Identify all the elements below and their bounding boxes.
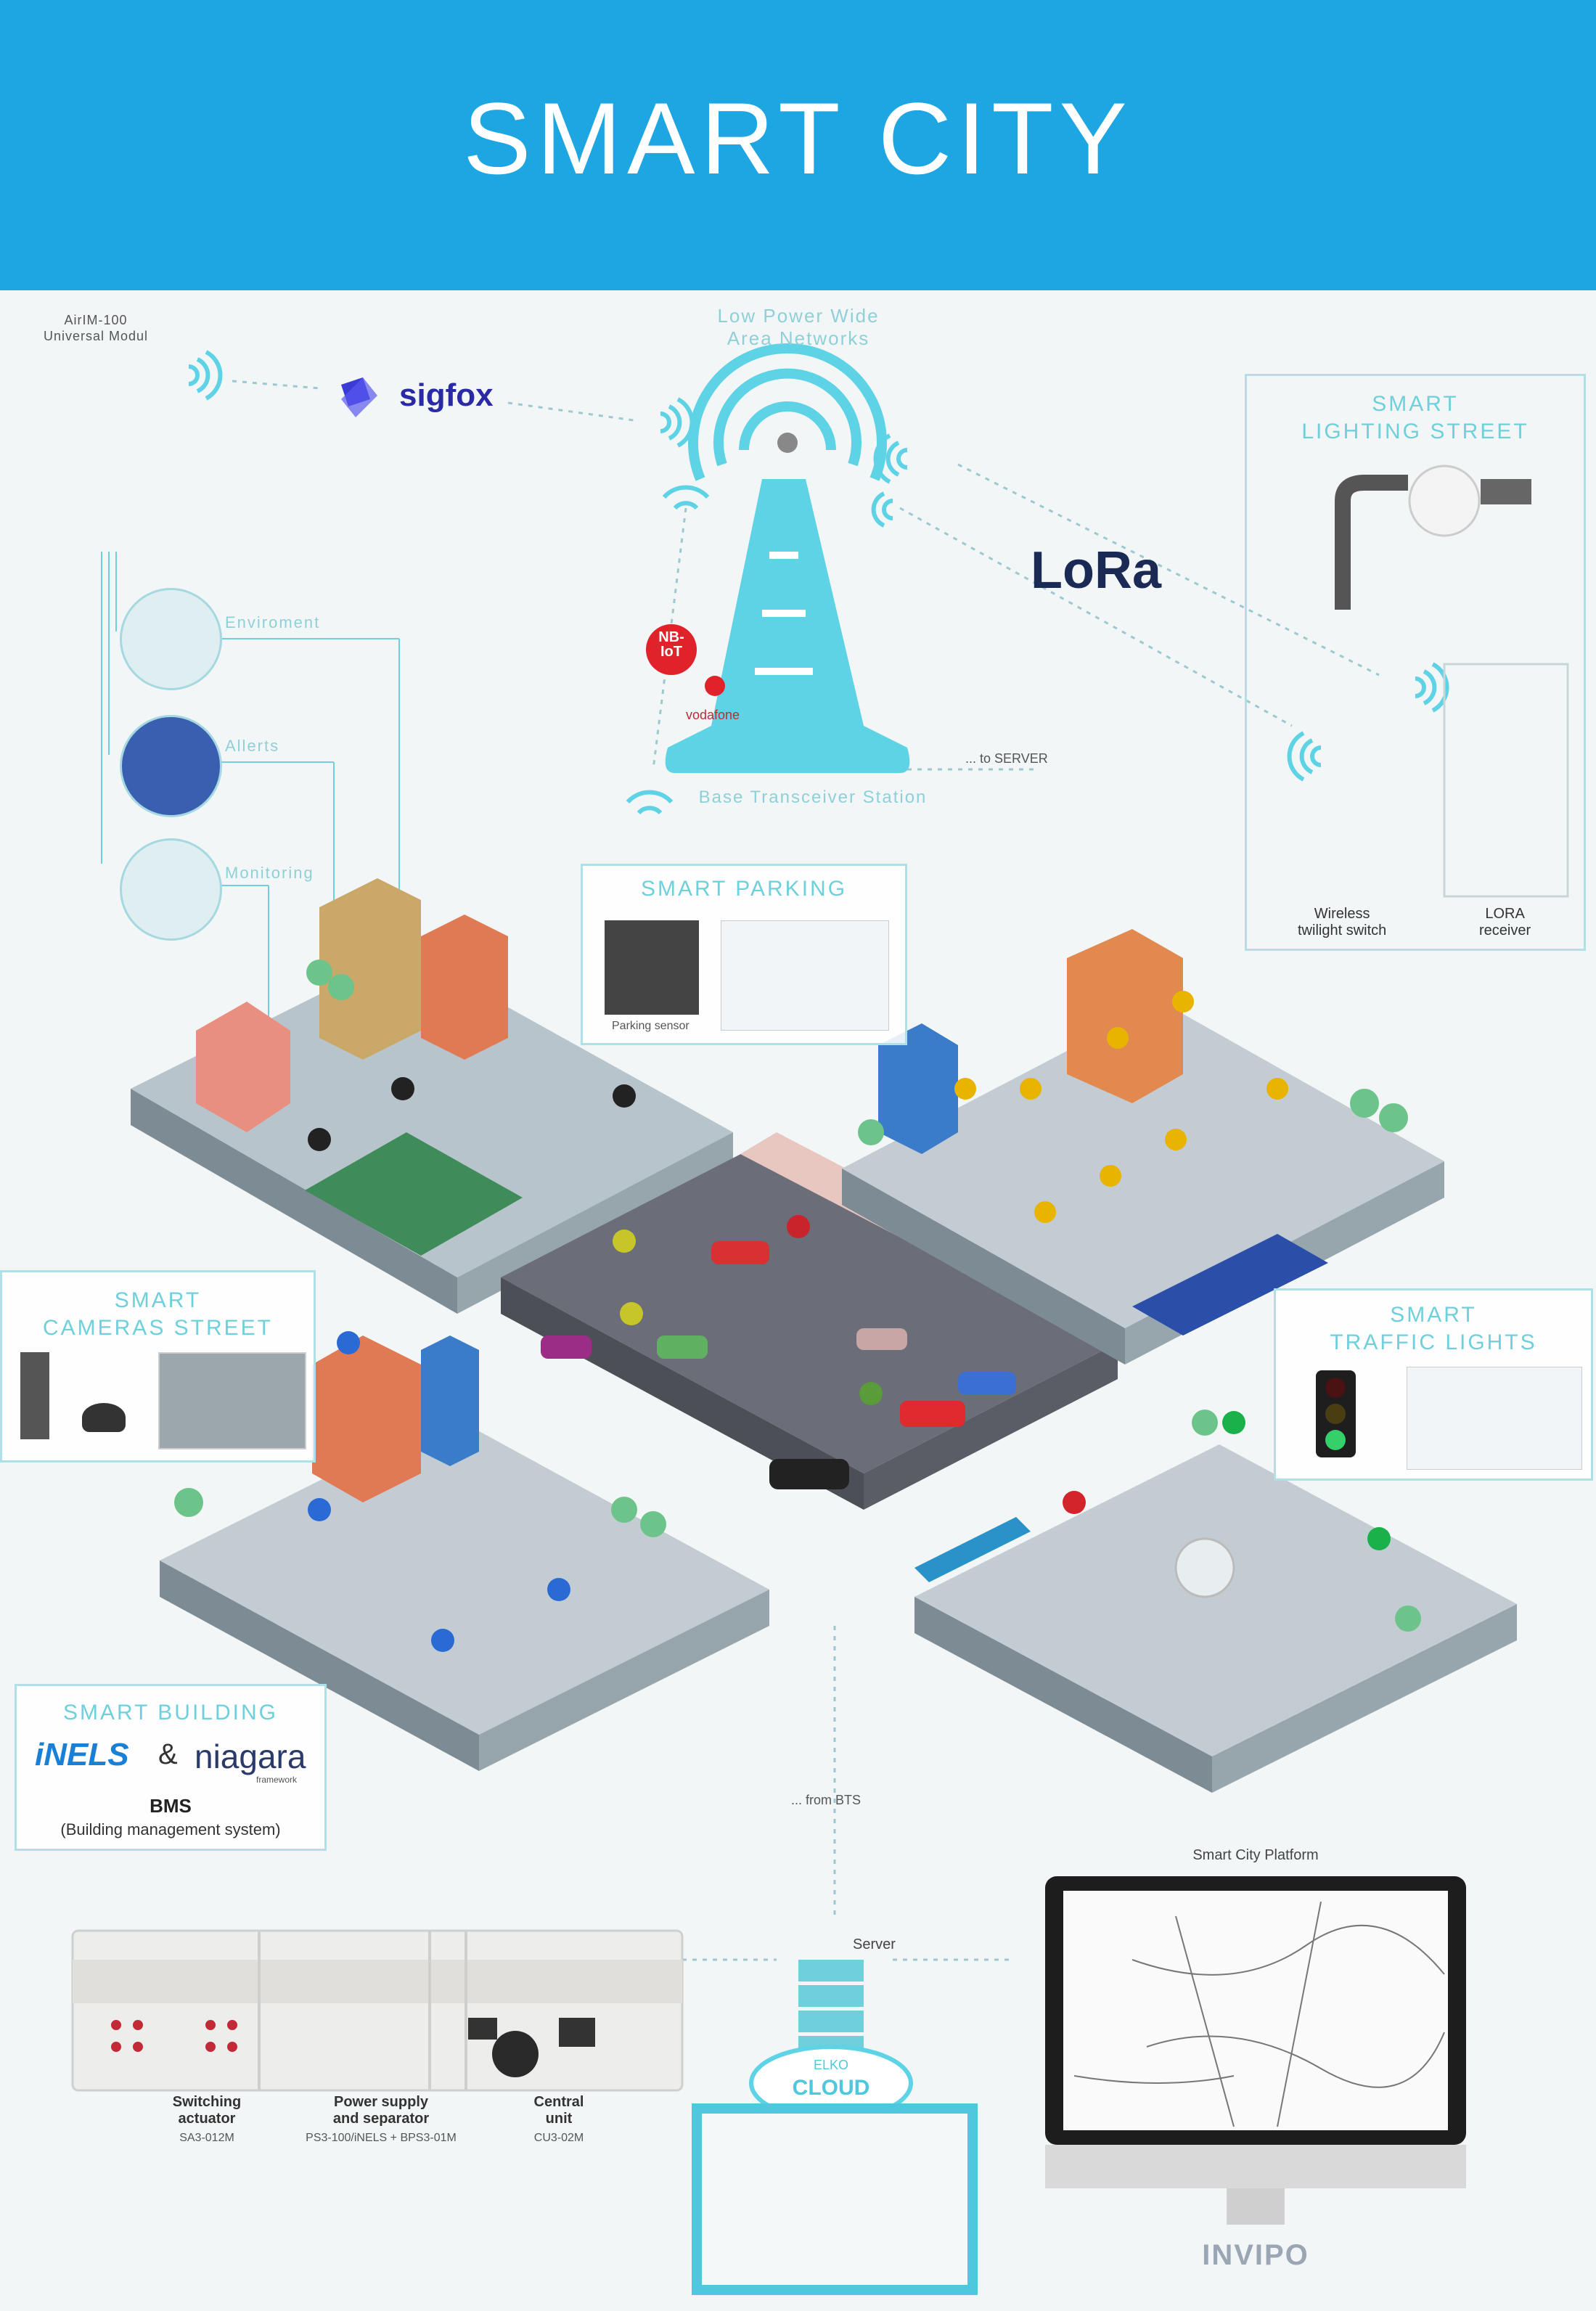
wireless-switch-label: Wireless twilight switch xyxy=(1298,906,1387,938)
module-label-power: Power supply and separator xyxy=(332,2094,430,2127)
amp-label: & xyxy=(158,1738,178,1770)
bts-label: Base Transceiver Station xyxy=(698,788,928,807)
parking-title: SMART PARKING xyxy=(640,877,848,901)
cameras-panel: SMART CAMERAS STREET xyxy=(0,1270,316,1463)
parking-sensor-label: Parking sensor xyxy=(612,1020,689,1032)
parking-sensor-image xyxy=(605,920,699,1015)
parking-panel: SMART PARKING Parking sensor xyxy=(581,864,907,1045)
parking-map-screenshot xyxy=(721,920,889,1031)
vodafone-label: vodafone xyxy=(686,708,740,722)
to-server-label: ... to SERVER xyxy=(965,751,1048,766)
camera-pole-icon xyxy=(20,1352,49,1439)
sigfox-label: sigfox xyxy=(399,377,494,413)
traffic-title: SMART TRAFFIC LIGHTS xyxy=(1330,1303,1537,1354)
environment-label: Enviroment xyxy=(225,613,321,631)
monitoring-icon xyxy=(120,838,222,941)
lighting-panel: SMART LIGHTING STREET Wireless twilight … xyxy=(1245,374,1586,951)
building-title: SMART BUILDING xyxy=(63,1701,278,1725)
traffic-map-screenshot xyxy=(1407,1367,1582,1470)
sigfox-logo-icon xyxy=(341,377,377,417)
bms-full-label: (Building management system) xyxy=(60,1820,281,1838)
nbiot-label: NB- IoT xyxy=(658,629,684,660)
inels-hardware-modules xyxy=(71,1929,684,2092)
vodafone-icon xyxy=(705,676,725,696)
camera-feed-screenshot xyxy=(158,1352,306,1449)
from-bts-label: ... from BTS xyxy=(791,1793,862,1807)
airim-label: AirIM-100 Universal Modul xyxy=(44,313,149,343)
monitoring-label: Monitoring xyxy=(225,864,314,882)
module-label-central: Central unit xyxy=(533,2094,584,2127)
bms-label: BMS xyxy=(150,1795,192,1817)
alerts-icon xyxy=(120,715,222,817)
tower-icon xyxy=(665,343,910,773)
server-stack-icon xyxy=(798,1960,864,2058)
alerts-label: Allerts xyxy=(225,737,280,755)
lora-logo: LoRa xyxy=(1031,541,1161,600)
dome-camera-icon xyxy=(82,1403,126,1432)
lpwan-label: Low Power Wide Area Networks xyxy=(717,305,880,349)
traffic-light-icon xyxy=(1316,1370,1356,1457)
page-title: SMART CITY xyxy=(463,81,1133,195)
module-code-central: CU3-02M xyxy=(533,2132,584,2144)
module-code-actuator: SA3-012M xyxy=(179,2132,234,2144)
niagara-logo: niagara xyxy=(195,1738,306,1775)
invipo-logo: INVIPO xyxy=(1202,2239,1309,2271)
nbiot-badge xyxy=(646,624,697,675)
lora-receiver-label: LORA receiver xyxy=(1479,906,1531,938)
city-isometric-map xyxy=(131,878,1517,1793)
cameras-title: SMART CAMERAS STREET xyxy=(42,1288,274,1340)
lighting-title: SMART LIGHTING STREET xyxy=(1301,392,1529,443)
traffic-panel: SMART TRAFFIC LIGHTS xyxy=(1274,1288,1593,1481)
framework-label: framework xyxy=(256,1775,298,1785)
elko-label: ELKO xyxy=(813,2058,849,2072)
building-panel: SMART BUILDING iNELS & niagara framework… xyxy=(15,1684,327,1851)
server-label: Server xyxy=(853,1936,896,1952)
module-code-power: PS3-100/iNELS + BPS3-01M xyxy=(306,2132,457,2144)
cloud-label: CLOUD xyxy=(792,2076,870,2100)
environment-icon xyxy=(120,588,222,690)
cloud-dashboard-screen xyxy=(692,2103,978,2295)
header-bar: SMART CITY xyxy=(0,0,1596,290)
platform-label: Smart City Platform xyxy=(1192,1847,1319,1863)
module-label-actuator: Switching actuator xyxy=(172,2094,242,2127)
inels-logo: iNELS xyxy=(35,1737,129,1772)
